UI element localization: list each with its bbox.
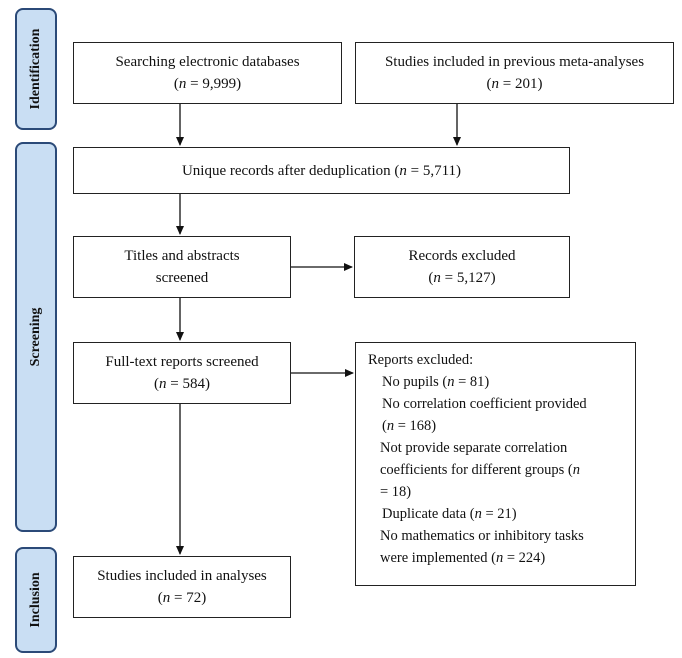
box-records-excluded-count: (n = 5,127) [428,267,495,289]
n-symbol: n [491,76,500,92]
box-fulltext-count: (n = 584) [154,373,210,395]
reason-text-line2: were implemented ( [380,550,496,566]
n-symbol: n [572,462,580,478]
box-unique-records: Unique records after deduplication (n = … [73,147,570,194]
reason-text: No correlation coefficient provided [382,396,587,412]
count-value: = 18) [380,484,412,500]
reason-duplicate-data: Duplicate data (n = 21) [368,503,627,525]
paren: ( [157,590,163,606]
box-studies-included: Studies included in analyses (n = 72) [73,556,291,618]
n-symbol: n [162,590,171,606]
count-value: = 5,711) [406,162,462,179]
count-value: = 5,127) [440,270,496,286]
unique-label: Unique records after deduplication ( [181,162,400,179]
count-value: = 584) [166,376,210,392]
box-previous-meta-analyses: Studies included in previous meta-analys… [355,42,674,104]
box-included-title: Studies included in analyses [97,568,267,584]
reason-no-mathematics: No mathematics or inhibitory tasks were … [368,525,627,569]
box-fulltext-title: Full-text reports screened [105,354,259,370]
box-records-excluded: Records excluded (n = 5,127) [354,236,570,298]
reason-separate-coefficients: Not provide separate correlation coeffic… [368,437,627,503]
paren: ( [173,76,179,92]
n-symbol: n [447,374,455,390]
reason-text-line2: coefficients for different groups ( [380,462,573,478]
stage-screening: Screening [15,142,57,532]
n-symbol: n [386,418,395,434]
count-value: = 224) [503,550,546,566]
reports-excluded-heading: Reports excluded: [368,352,474,368]
count-value: = 21) [481,506,517,522]
reason-text-line1: No mathematics or inhibitory tasks [380,528,584,544]
n-symbol: n [399,162,407,179]
box-previous-title: Studies included in previous meta-analys… [384,54,645,70]
paren: ( [428,270,434,286]
box-fulltext-screened: Full-text reports screened (n = 584) [73,342,291,404]
box-included-count: (n = 72) [158,587,206,609]
count-value: = 168) [394,418,437,434]
box-titles-abstracts: Titles and abstracts screened [73,236,291,298]
box-databases: Searching electronic databases (n = 9,99… [73,42,342,104]
box-databases-count: (n = 9,999) [174,73,241,95]
paren: ( [486,76,492,92]
box-reports-excluded: Reports excluded: No pupils (n = 81) No … [355,342,636,586]
reason-text-line1: Not provide separate correlation [380,440,568,456]
paren: ( [382,418,387,434]
count-value: = 81) [454,374,490,390]
reason-no-correlation: No correlation coefficient provided (n =… [368,393,627,437]
count-value: = 201) [499,76,543,92]
n-symbol: n [178,76,187,92]
box-titles-line2: screened [155,270,209,286]
n-symbol: n [433,270,441,286]
box-databases-title: Searching electronic databases [115,54,300,70]
stage-inclusion: Inclusion [15,547,57,653]
n-symbol: n [474,506,482,522]
box-unique-text: Unique records after deduplication (n = … [182,160,461,182]
paren: ( [154,376,160,392]
box-records-excluded-title: Records excluded [408,248,516,264]
count-value: = 9,999) [186,76,242,92]
count-value: = 72) [170,590,207,606]
box-previous-count: (n = 201) [487,73,543,95]
n-symbol: n [495,550,504,566]
stage-identification: Identification [15,8,57,130]
n-symbol: n [159,376,167,392]
reason-text: Duplicate data ( [382,506,475,522]
reason-no-pupils: No pupils (n = 81) [368,371,627,393]
box-titles-line1: Titles and abstracts [124,248,240,264]
reason-text: No pupils ( [382,374,448,390]
